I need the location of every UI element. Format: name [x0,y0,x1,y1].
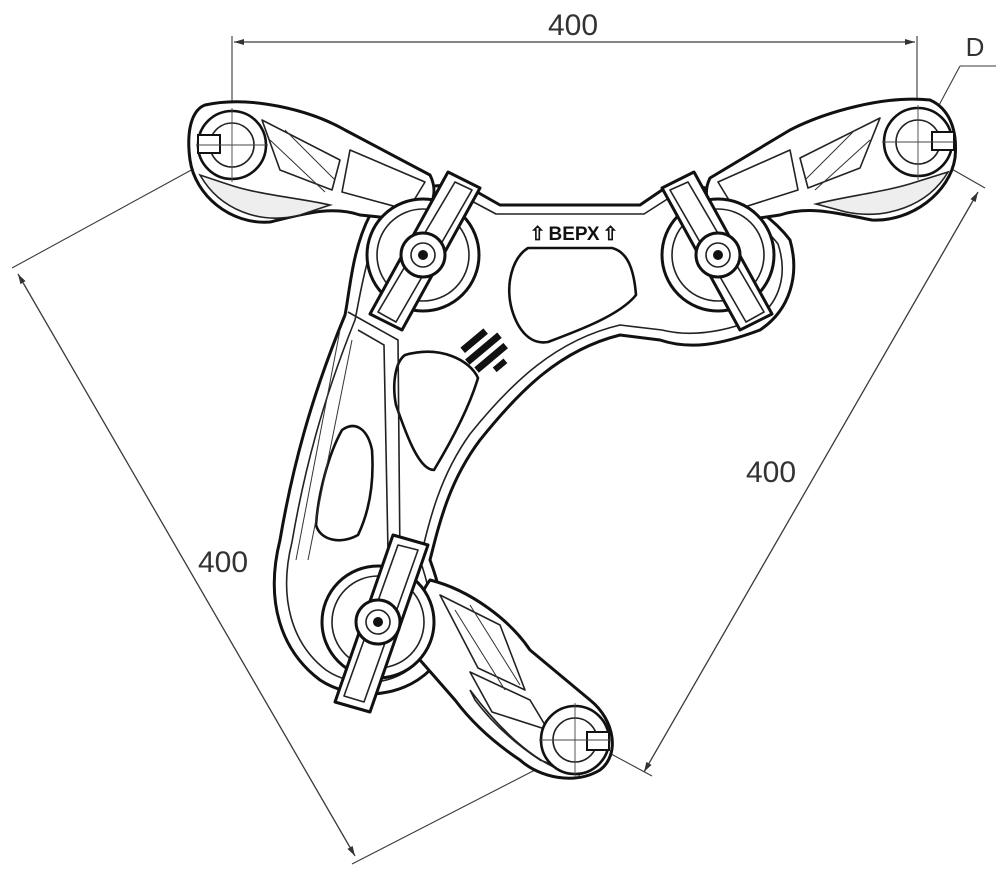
left-arm-window-lower [314,424,374,542]
diameter-label: D [966,32,985,62]
left-arm-window-upper [393,350,480,472]
embossed-codes [460,328,508,373]
dimension-right-label: 400 [746,456,796,489]
dimension-right: 400 [599,167,986,777]
dimension-top-label: 400 [548,9,598,42]
hinge-right [660,170,776,332]
hinge-left [365,170,482,332]
center-marks [196,105,954,777]
top-window [508,246,638,344]
hinge-bottom [320,533,436,714]
orientation-label: ⇧ВЕРХ⇧ [530,224,619,245]
dimension-left-label: 400 [198,546,248,579]
clamp-top-left [187,100,436,224]
dimension-left: 400 [11,167,536,865]
clamp-bottom [414,578,614,780]
dimension-top: 400 [231,9,918,110]
